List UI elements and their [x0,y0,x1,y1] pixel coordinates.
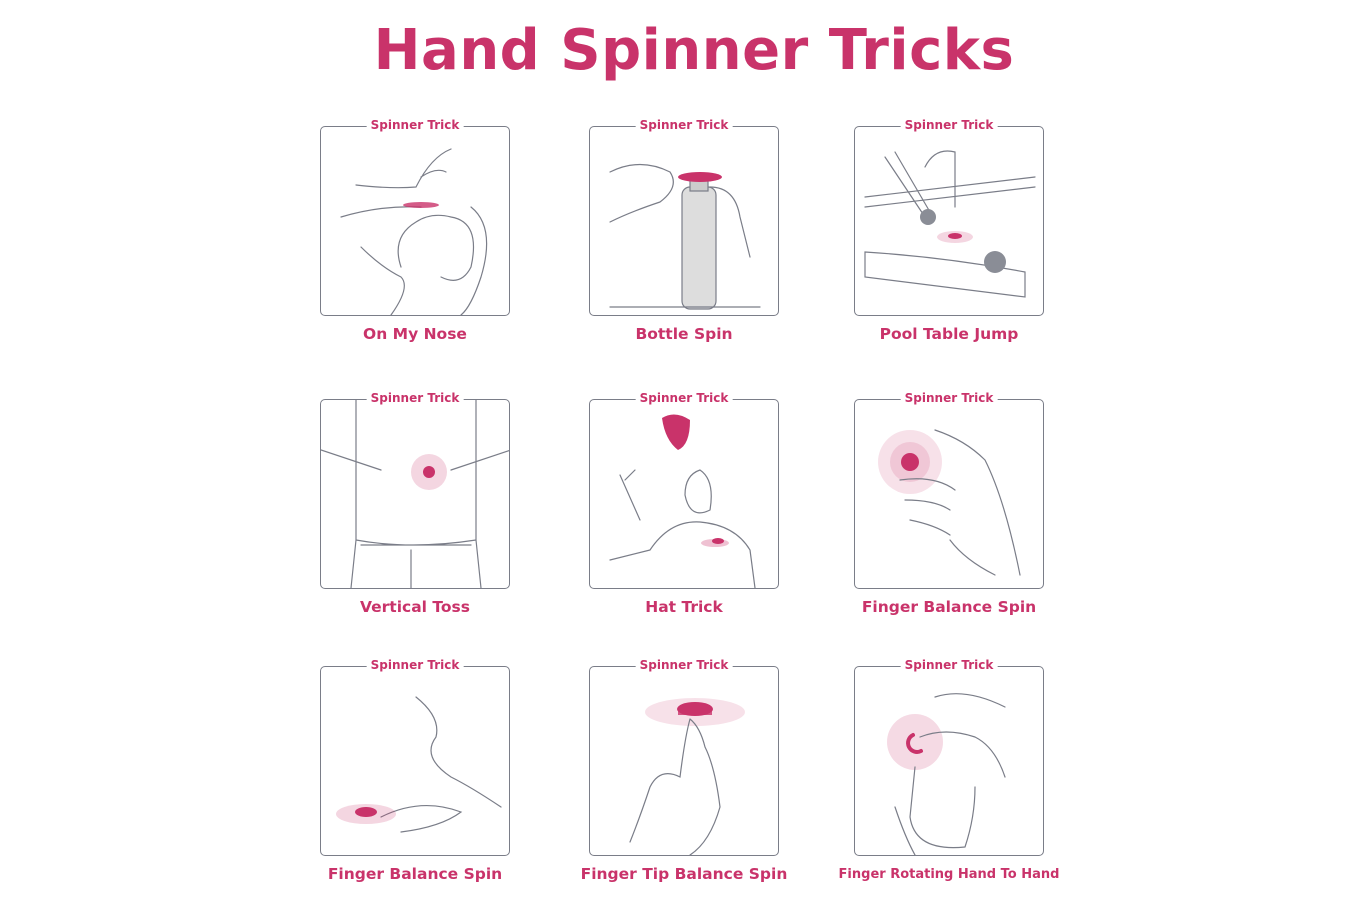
spinner-trick-tag: Spinner Trick [635,658,733,672]
trick-caption: Finger Balance Spin [861,598,1037,616]
trick-card: Spinner Trick Finger Rotating Hand To Ha… [839,658,1059,882]
spinner-trick-tag: Spinner Trick [366,658,464,672]
spinner-trick-tag: Spinner Trick [635,118,733,132]
spinner-on-pool-table-illustration [864,150,1036,298]
spinner-on-bottle-illustration [609,163,761,310]
illustration-frame [589,126,779,316]
trick-caption: Finger Rotating Hand To Hand [838,867,1060,882]
spinner-trick-tag: Spinner Trick [366,391,464,405]
trick-caption: Bottle Spin [635,325,733,343]
spinner-toss-to-head-illustration [609,414,756,588]
trick-caption: Pool Table Jump [879,325,1019,343]
trick-card: Spinner Trick Finger Balance Spin [854,391,1044,616]
trick-card: Spinner Trick Hat Trick [589,391,779,616]
trick-card: Spinner Trick Vertical Toss [320,391,510,616]
illustration-frame [854,666,1044,856]
trick-caption: Finger Tip Balance Spin [580,865,788,883]
spinner-trick-tag: Spinner Trick [366,118,464,132]
trick-card: Spinner Trick Pool Table Jump [854,118,1044,343]
trick-card: Spinner Trick On My Nose [320,118,510,343]
trick-caption: Vertical Toss [360,598,470,616]
illustration-frame [320,126,510,316]
trick-caption: Hat Trick [645,598,723,616]
illustration-frame [854,126,1044,316]
page-title: Hand Spinner Tricks [373,18,1015,83]
illustration-frame [589,399,779,589]
spinner-trick-tag: Spinner Trick [900,118,998,132]
spinner-trick-tag: Spinner Trick [900,658,998,672]
spinner-trick-tag: Spinner Trick [635,391,733,405]
trick-card: Spinner Trick Finger Balance Spin [320,658,510,883]
illustration-frame [320,666,510,856]
person-balancing-spinner-on-nose-illustration [340,148,488,315]
vertical-toss-hands-illustration [321,400,509,588]
spinner-hand-to-hand-illustration [887,693,1006,855]
illustration-frame [589,666,779,856]
spinner-on-hand-back-illustration [336,696,502,833]
spinner-on-fingertip-illustration [629,698,745,855]
trick-caption: Finger Balance Spin [327,865,503,883]
trick-card: Spinner Trick Finger Tip Balance Spin [581,658,787,883]
spinner-trick-tag: Spinner Trick [900,391,998,405]
illustration-frame [854,399,1044,589]
trick-card: Spinner Trick Bottle Spin [589,118,779,343]
trick-caption: On My Nose [363,325,467,343]
illustration-frame [320,399,510,589]
spinner-between-fingers-illustration [878,429,1021,576]
